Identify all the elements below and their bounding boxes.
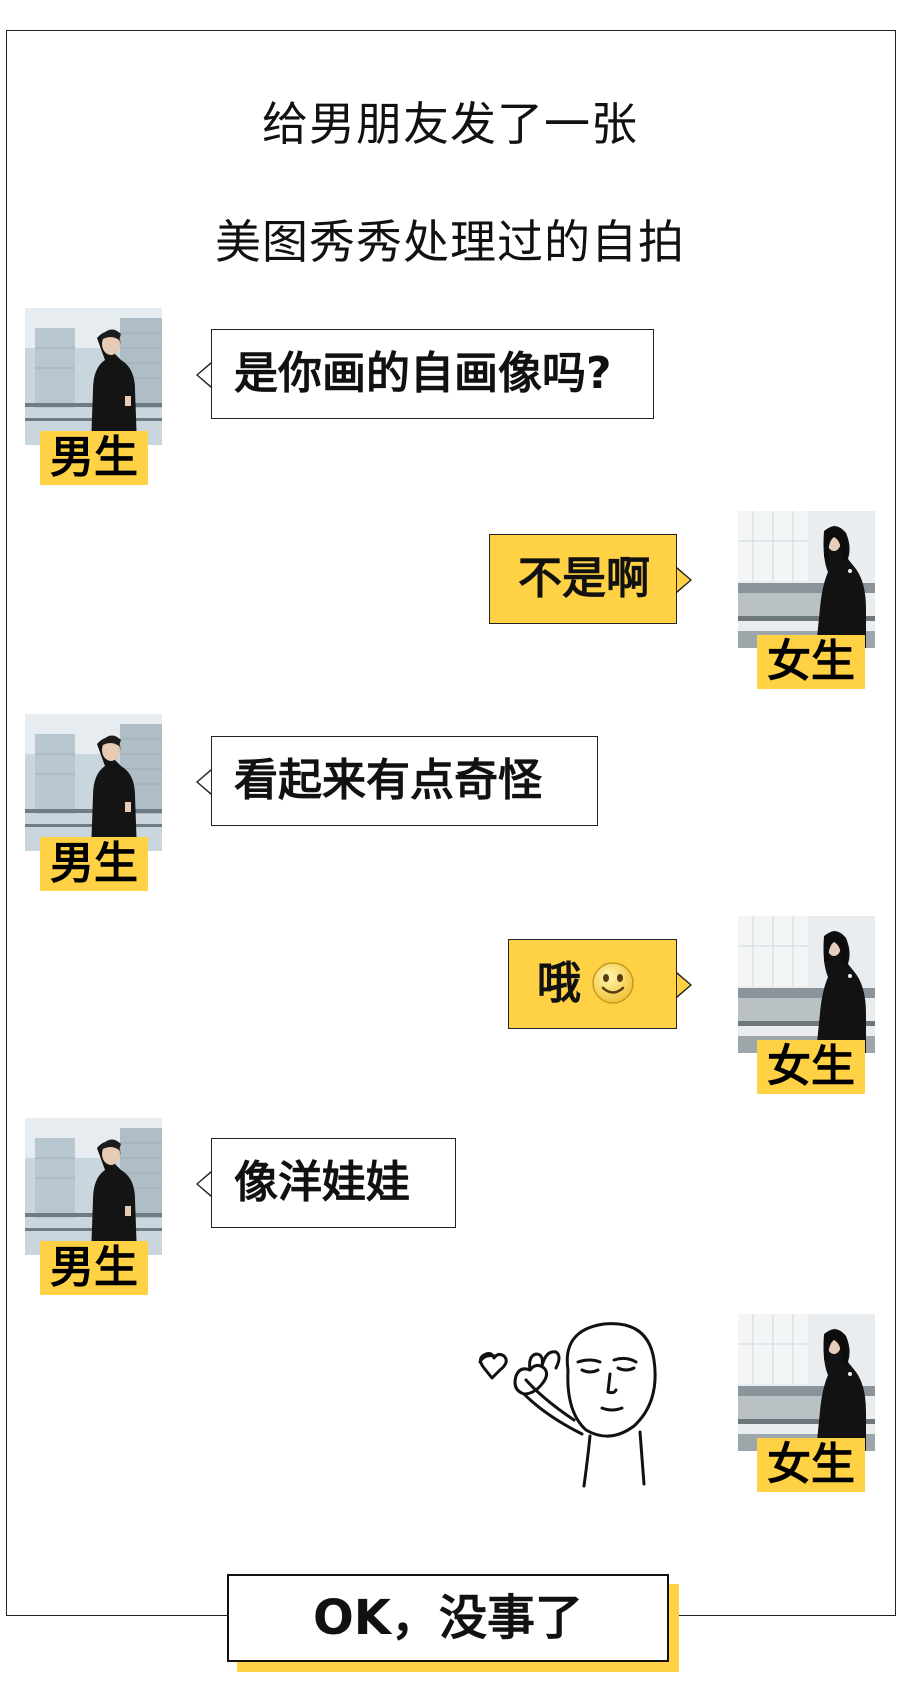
male-label: 男生 <box>40 431 148 485</box>
title-line-2: 美图秀秀处理过的自拍 <box>215 215 685 269</box>
chat-bubble-female: 不是啊 <box>489 534 692 624</box>
smile-emoji-icon <box>591 961 635 1005</box>
male-label: 男生 <box>40 837 148 891</box>
footer-banner: OK，没事了 <box>227 1574 669 1662</box>
message-text: 哦 <box>537 958 581 1009</box>
male-avatar <box>25 308 162 445</box>
female-label: 女生 <box>757 1040 865 1094</box>
chat-bubble-female: 哦 <box>508 939 692 1029</box>
bubble-tail <box>196 362 211 388</box>
bubble-tail <box>196 1171 211 1197</box>
chat-bubble-male: 是你画的自画像吗? <box>196 329 654 419</box>
message-text: 像洋娃娃 <box>234 1157 410 1208</box>
bubble-tail <box>677 972 692 998</box>
heart-hand-meme-icon <box>478 1322 657 1488</box>
chat-bubble-male: 看起来有点奇怪 <box>196 736 598 826</box>
chat-bubble-male: 像洋娃娃 <box>196 1138 456 1228</box>
bubble-tail <box>677 567 692 593</box>
male-avatar <box>25 1118 162 1255</box>
male-label: 男生 <box>40 1241 148 1295</box>
female-label: 女生 <box>757 1438 865 1492</box>
female-label: 女生 <box>757 635 865 689</box>
message-text: 是你画的自画像吗? <box>234 348 612 399</box>
male-avatar <box>25 714 162 851</box>
message-text: 不是啊 <box>518 553 650 604</box>
title-line-1: 给男朋友发了一张 <box>262 97 638 151</box>
female-avatar <box>738 916 875 1053</box>
message-text: 看起来有点奇怪 <box>234 755 542 806</box>
female-avatar <box>738 511 875 648</box>
female-avatar <box>738 1314 875 1451</box>
bubble-tail <box>196 769 211 795</box>
